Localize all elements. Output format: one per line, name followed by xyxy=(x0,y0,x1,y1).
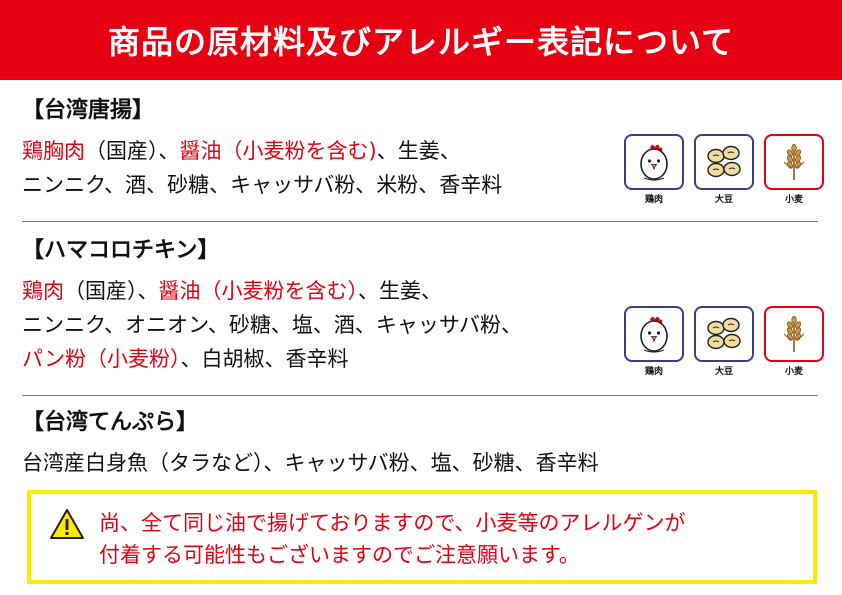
section-title: 【台湾てんぷら】 xyxy=(22,410,199,435)
allergen-label: 鶏肉 xyxy=(644,195,663,205)
ingredient-text: （国産）、 xyxy=(64,279,159,303)
section-karaage: 【台湾唐揚】 鶏胸肉（国産）、醤油（小麦粉を含む)、生姜、 ニンニク、酒、砂糖、… xyxy=(22,96,822,202)
notice-line: 尚、全て同じ油で揚げておりますので、小麦等のアレルゲンが xyxy=(99,511,686,535)
ingredient-text: 、生姜、 xyxy=(376,139,461,163)
notice-text: 尚、全て同じ油で揚げておりますので、小麦等のアレルゲンが xyxy=(99,506,686,540)
allergen-icons: 鶏肉 大豆 xyxy=(624,134,824,206)
allergen-label: 小麦 xyxy=(784,367,803,377)
page-title: 商品の原材料及びアレルギー表記について xyxy=(107,23,735,61)
divider xyxy=(22,221,818,222)
ingredients-line: ニンニク、オニオン、砂糖、塩、酒、キャッサバ粉、 xyxy=(22,313,523,337)
allergen-text: パン粉（小麦粉） xyxy=(22,347,181,371)
soybean-icon xyxy=(694,306,754,362)
notice-line: 付着する可能性もございますのでご注意願います。 xyxy=(99,543,580,567)
allergen-label: 大豆 xyxy=(714,195,733,205)
wheat-icon xyxy=(764,134,824,190)
divider xyxy=(22,395,818,396)
chicken-icon xyxy=(624,134,684,190)
allergen-chicken: 鶏肉 xyxy=(624,134,684,206)
allergen-text: 鶏肉 xyxy=(22,279,64,303)
ingredients-line: 鶏胸肉（国産）、醤油（小麦粉を含む)、生姜、 xyxy=(22,134,822,168)
allergen-wheat: 小麦 xyxy=(764,134,824,206)
section-title: 【ハマコロチキン】 xyxy=(22,238,220,263)
ingredient-text: 、生姜、 xyxy=(358,279,442,303)
ingredient-text: （国産）、 xyxy=(85,139,180,163)
allergen-soybean: 大豆 xyxy=(694,306,754,378)
allergen-text: 醤油（小麦粉を含む) xyxy=(179,139,377,163)
wheat-icon xyxy=(764,306,824,362)
warning-icon xyxy=(50,509,84,539)
allergen-notice: 尚、全て同じ油で揚げておりますので、小麦等のアレルゲンが 付着する可能性もござい… xyxy=(27,490,817,584)
ingredients-line: ニンニク、酒、砂糖、キャッサバ粉、米粉、香辛料 xyxy=(22,173,503,197)
ingredients-line: 台湾産白身魚（タラなど）、キャッサバ粉、塩、砂糖、香辛料 xyxy=(22,451,599,475)
page-header: 商品の原材料及びアレルギー表記について xyxy=(0,0,842,80)
allergen-text: 醤油（小麦粉を含む） xyxy=(158,279,359,303)
ingredients-line: パン粉（小麦粉）、白胡椒、香辛料 xyxy=(22,342,822,376)
ingredients-line: 鶏肉（国産）、醤油（小麦粉を含む）、生姜、 xyxy=(22,274,822,308)
allergen-chicken: 鶏肉 xyxy=(624,306,684,378)
soybean-icon xyxy=(694,134,754,190)
allergen-soybean: 大豆 xyxy=(694,134,754,206)
chicken-icon xyxy=(624,306,684,362)
section-hamachicken: 【ハマコロチキン】 鶏肉（国産）、醤油（小麦粉を含む）、生姜、 ニンニク、オニオ… xyxy=(22,236,822,376)
section-title: 【台湾唐揚】 xyxy=(22,98,155,123)
allergen-text: 鶏胸肉 xyxy=(22,139,85,163)
allergen-label: 大豆 xyxy=(714,367,733,377)
allergen-label: 小麦 xyxy=(784,195,803,205)
allergen-wheat: 小麦 xyxy=(764,306,824,378)
allergen-icons: 鶏肉 大豆 xyxy=(624,306,824,378)
allergen-label: 鶏肉 xyxy=(644,367,663,377)
section-tempura: 【台湾てんぷら】 台湾産白身魚（タラなど）、キャッサバ粉、塩、砂糖、香辛料 xyxy=(22,408,822,480)
ingredient-text: 、白胡椒、香辛料 xyxy=(180,347,349,371)
